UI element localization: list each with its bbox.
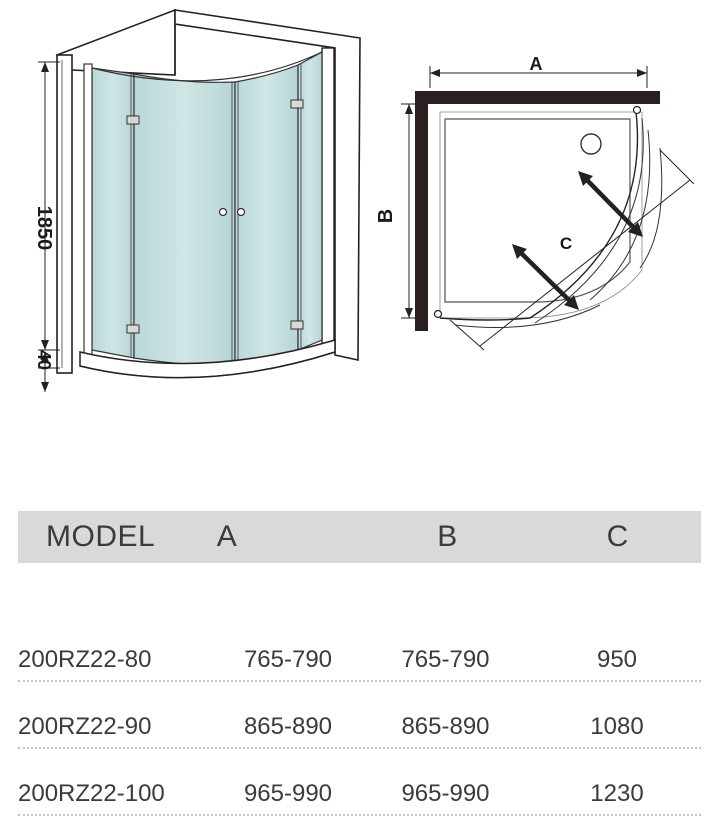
hinge-icon [126,324,140,334]
cell-model: 200RZ22-100 [18,780,165,807]
cell-b: 965-990 [401,780,490,807]
cell-b: 765-790 [401,646,490,673]
enclosure-perspective-view: 1850 40 [33,8,361,392]
cell-c: 1230 [590,780,644,807]
hinge-icon [290,99,304,109]
cell-a: 965-990 [243,780,333,807]
header-a: A [216,520,238,553]
left-wall [55,8,176,76]
table-row: 200RZ22-90 865-890 865-890 1080 [18,682,701,749]
plan-wall-top [415,91,660,104]
table-row: 200RZ22-100 965-990 965-990 1230 [18,749,701,816]
drain-icon [580,133,602,155]
shower-diagrams: 1850 40 A B [33,8,695,392]
glass-panel-right [297,50,323,351]
door-knob-icon [236,207,246,217]
cell-c: 950 [596,646,638,673]
glass-door-left [133,73,236,367]
cell-b: 865-890 [401,713,490,740]
hinge-icon [126,115,140,125]
dimension-c-label: C [560,234,572,253]
door-swing-arrow-icon [512,244,579,310]
header-model: MODEL [46,520,156,553]
door-swing-arrow-icon [578,171,643,237]
base-dimension-label: 40 [34,350,54,370]
glass-door-right [234,64,299,367]
dimension-a-label: A [530,54,543,74]
cell-c: 1080 [590,713,644,740]
table-row: 200RZ22-80 765-790 765-790 950 [18,615,701,682]
dimension-b-label: B [375,209,397,223]
enclosure-plan-view: A B C [375,54,695,351]
glass-panel-left [91,67,135,359]
plan-wall-left [415,91,428,331]
cell-model: 200RZ22-90 [18,713,152,740]
table-header: MODEL A B C [18,511,701,563]
header-b: B [437,520,458,553]
cell-model: 200RZ22-80 [18,646,152,673]
door-knob-icon [218,207,228,217]
header-c: C [606,520,629,553]
right-wall-post [321,47,335,349]
spec-table: MODEL A B C 200RZ22-80 765-790 765-790 9… [18,511,701,816]
hinge-icon [290,320,304,330]
cell-a: 865-890 [243,713,333,740]
plan-tray-outline [444,118,631,303]
cell-a: 765-790 [243,646,333,673]
left-wall-post [56,54,73,374]
height-dimension-label: 1850 [33,206,55,251]
